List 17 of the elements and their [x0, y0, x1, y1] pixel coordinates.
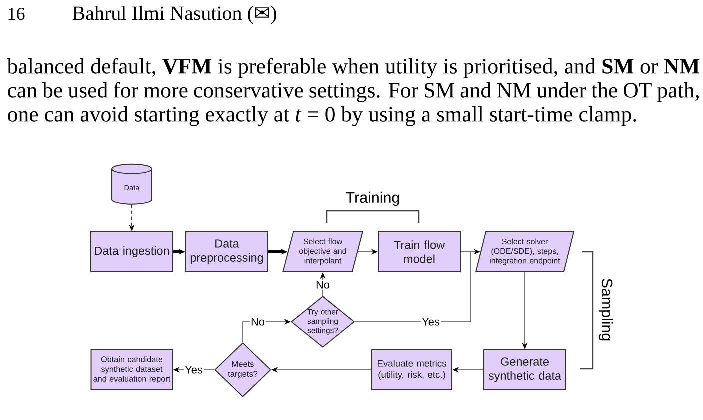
process-box: Obtain candidate synthetic dataset and evaluation report	[90, 350, 174, 390]
process-box: Train flow model	[378, 232, 461, 272]
group-label: Training	[346, 192, 400, 206]
group-label: Sampling	[598, 279, 614, 341]
process-box: Data preprocessing	[186, 232, 268, 272]
process-box: Generate synthetic data	[484, 350, 566, 390]
edge-label: Yes	[421, 317, 441, 327]
edge-label: No	[250, 317, 266, 327]
page-number: 16	[8, 8, 25, 20]
io-parallelogram: Select flow objective and interpolant	[282, 232, 364, 272]
process-box: Evaluate metrics (utility, risk, etc.)	[372, 350, 452, 390]
body-text: balanced default, VFM is preferable when utility is prioritised, and SM or NM can be used for more conservative settings. For SM and NM under the OT path, one can avoid starting exactly at t = 0 by using a small start-time clamp.	[7, 58, 700, 126]
edge-label: Yes	[184, 365, 204, 375]
edge-label: No	[314, 280, 332, 290]
connector-line	[354, 252, 472, 322]
process-box: Data ingestion	[90, 232, 174, 272]
running-head: Bahrul Ilmi Nasution (✉)	[72, 6, 276, 24]
